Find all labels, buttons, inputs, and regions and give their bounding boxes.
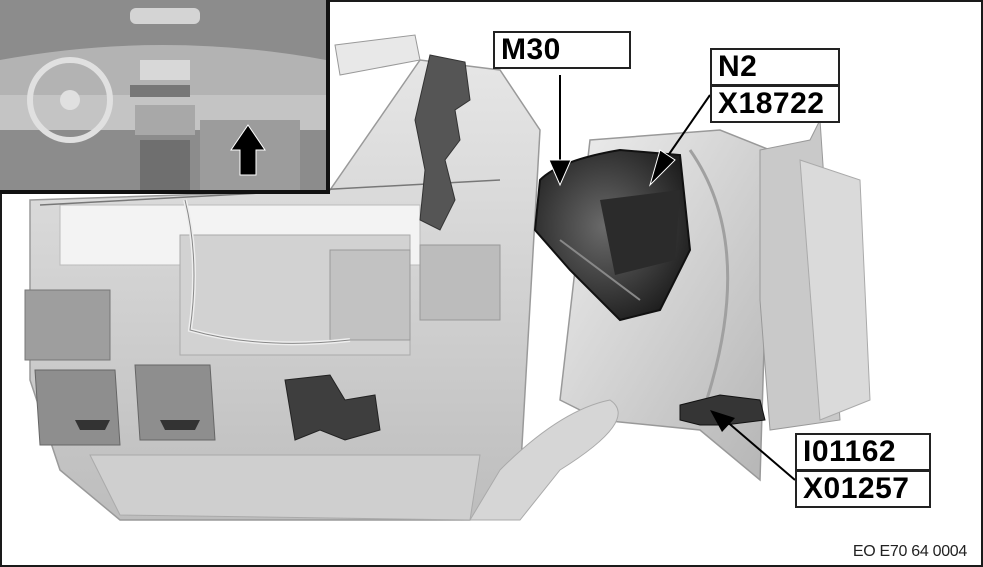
callout-i01162: I01162 X01257: [795, 433, 931, 508]
callout-leaders: [548, 75, 796, 481]
component-i01162: [679, 394, 766, 426]
callout-i01162-line1: I01162: [803, 435, 897, 468]
figure-caption: EO E70 64 0004: [852, 543, 967, 560]
blower-motor-m30: [533, 148, 692, 322]
dashboard-inset: [0, 0, 330, 194]
up-arrow-icon: [230, 124, 266, 176]
blower-housing: [469, 118, 871, 521]
callout-n2: N2 X18722: [710, 48, 840, 123]
arrow-i01162-icon: [710, 410, 735, 432]
arrow-m30-icon: [548, 159, 572, 187]
dashboard-illustration: [0, 0, 326, 190]
arrow-n2-icon: [648, 149, 676, 187]
callout-n2-line1: N2: [718, 50, 758, 83]
callout-i01162-line2: X01257: [797, 469, 929, 506]
heater-housing: [24, 34, 541, 521]
callout-n2-line2: X18722: [712, 84, 838, 121]
callout-m30-line1: M30: [501, 33, 561, 66]
callout-m30: M30: [493, 31, 631, 69]
